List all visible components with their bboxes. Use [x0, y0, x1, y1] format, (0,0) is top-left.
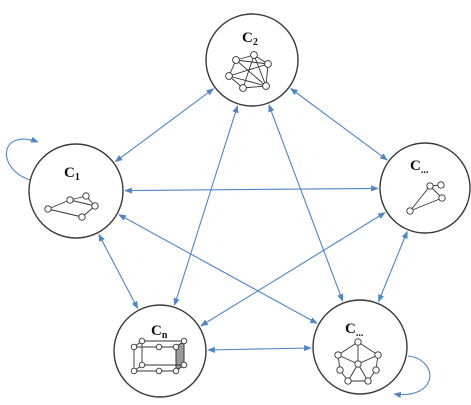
self-loop-c1 — [5, 136, 39, 181]
node-label: C1 — [64, 165, 80, 183]
node-label: C... — [410, 158, 429, 176]
edge-cn-cbr — [207, 345, 312, 353]
edge-c1-cr — [124, 185, 379, 194]
node-label: C2 — [242, 30, 258, 48]
edge-c1-cn — [98, 233, 139, 310]
edge-c2-cbr — [268, 104, 344, 302]
edge-cr-cbr — [377, 230, 408, 303]
edge-c2-cr — [289, 88, 388, 161]
node-c-right: C... — [379, 142, 471, 234]
triangle-graph-icon — [406, 181, 446, 215]
edge-c2-c1 — [114, 88, 215, 163]
edge-cr-cn — [200, 212, 386, 327]
hub-graph-icon — [334, 338, 382, 385]
node-cn: Cn — [113, 304, 207, 398]
node-label: Cn — [151, 323, 168, 341]
node-label: C... — [345, 321, 364, 339]
edges-layer — [98, 88, 408, 353]
node-circle — [28, 143, 124, 239]
node-c-bottom-right: C... — [312, 299, 408, 395]
node-circle — [312, 299, 408, 395]
node-c2: C2 — [205, 13, 299, 107]
cube-graph-icon — [130, 337, 188, 375]
node-circle — [379, 142, 471, 234]
self-loop-cbr — [393, 355, 431, 398]
node-circle — [113, 304, 207, 398]
dense-graph-icon — [225, 51, 272, 92]
node-c1: C1 — [28, 143, 124, 239]
edge-c2-cn — [173, 105, 239, 306]
sparse-graph-icon — [44, 192, 99, 221]
